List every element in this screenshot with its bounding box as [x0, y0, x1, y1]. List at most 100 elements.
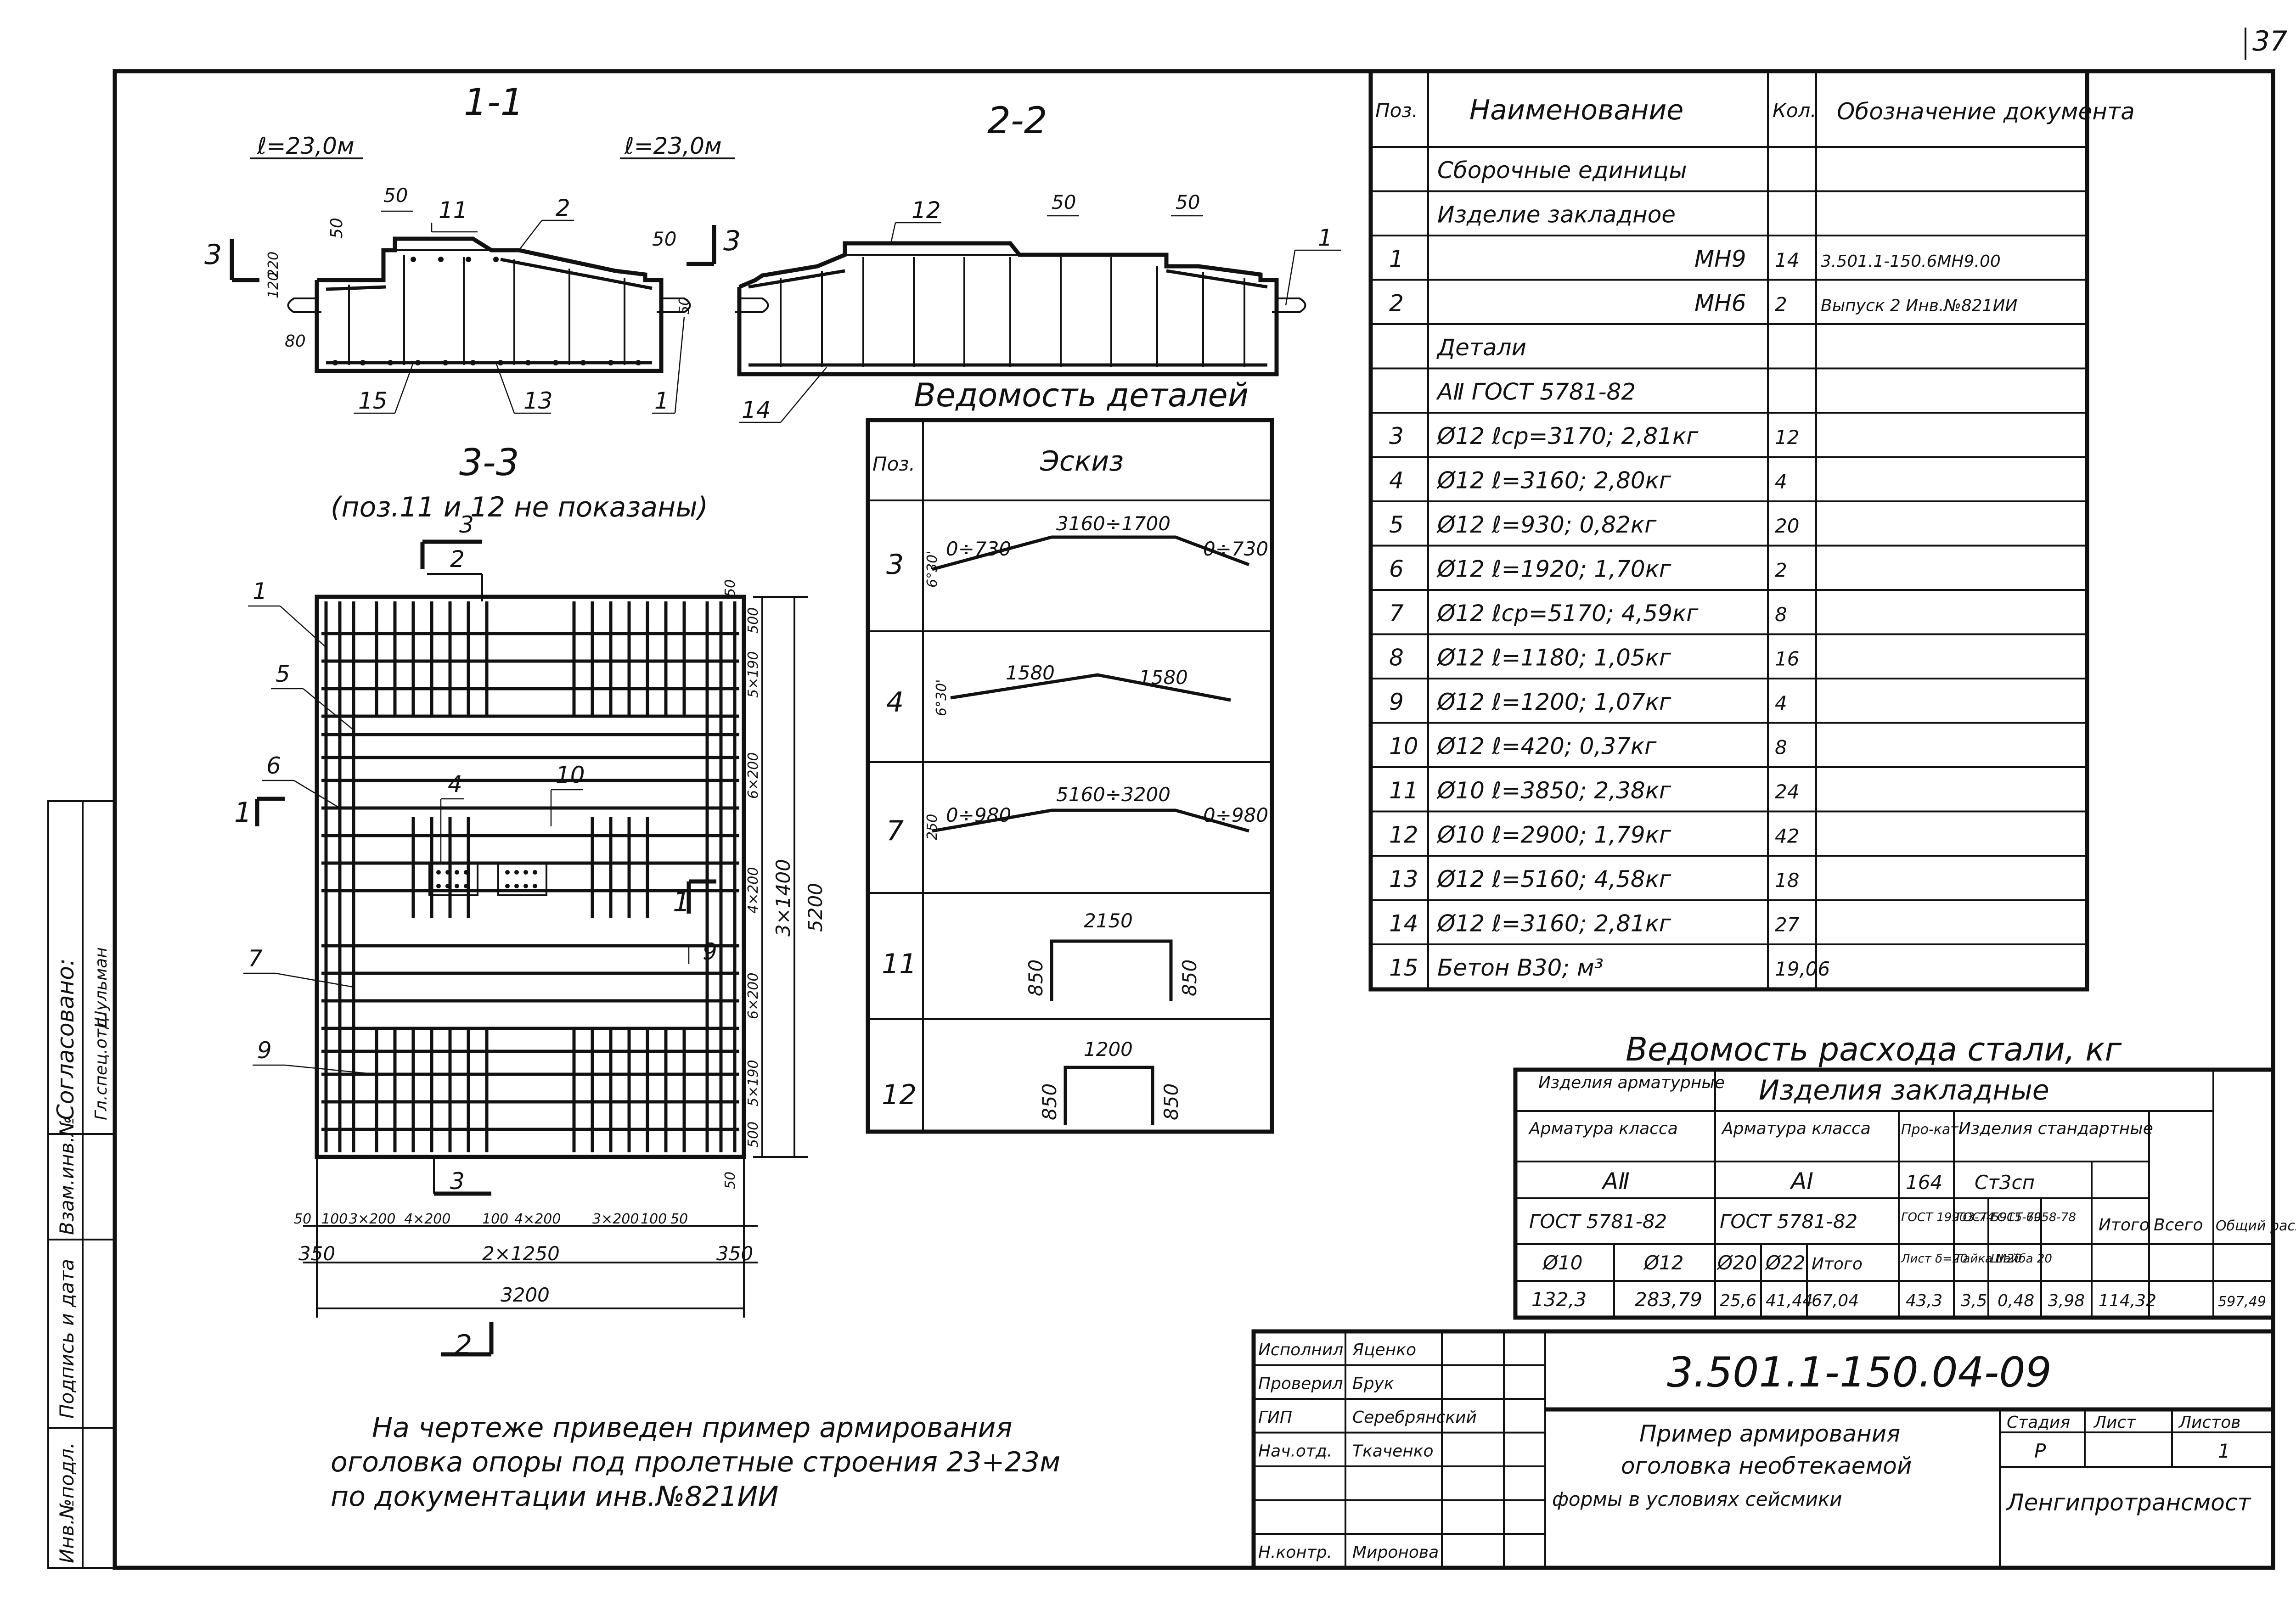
spec-row-qty: 8: [1775, 603, 1787, 626]
spec-row-qty: 4: [1775, 471, 1787, 493]
section-1-1-left-length: ℓ=23,0м: [257, 133, 355, 159]
title-line-1: оголовка необтекаемой: [1621, 1453, 1912, 1479]
staff-role: Проверил: [1258, 1375, 1343, 1393]
plan-callout-3-top: 3: [459, 511, 474, 538]
details-11-label-0: 2150: [1084, 909, 1133, 932]
plan-callout-5: 5: [276, 661, 290, 687]
steel-shayba: Шайба 20: [1991, 1252, 2052, 1266]
spec-row-qty: 16: [1775, 648, 1799, 670]
details-3-label-3: 6°30': [924, 550, 940, 588]
plan-callout-6: 6: [266, 752, 281, 779]
section-1-1-cut-right: 3: [723, 225, 741, 257]
details-4-label-2: 6°30': [934, 679, 950, 716]
spec-row-name: Ø12 ℓ=930; 0,82кг: [1436, 511, 1657, 538]
spec-row-pos: 12: [1389, 822, 1418, 848]
spec-row-qty: 42: [1775, 825, 1799, 847]
title-stage-h: Стадия: [2007, 1413, 2070, 1432]
side-label-0: Взам.инв.№: [56, 1117, 78, 1235]
steel-h-all: Всего: [2154, 1216, 2203, 1235]
details-7-label-1: 5160÷3200: [1056, 783, 1171, 806]
details-pos-11: 11: [882, 948, 917, 980]
spec-row-name: Бетон В30; м³: [1437, 954, 1604, 981]
spec-row-name: Ø12 ℓ=1200; 1,07кг: [1436, 689, 1671, 715]
plan-dim-r8: 5×190: [745, 1060, 761, 1106]
details-pos-3: 3: [886, 549, 904, 581]
staff-name: Серебрянский: [1352, 1408, 1477, 1427]
section-1-1-callout-15: 15: [358, 387, 388, 414]
section-3-3-note: (поз.11 и 12 не показаны): [331, 491, 708, 523]
spec-row-qty: 20: [1775, 515, 1799, 537]
section-2-2-dim-0: 50: [1052, 191, 1076, 213]
spec-row-pos: 10: [1389, 733, 1418, 760]
spec-row-qty: 12: [1775, 426, 1799, 449]
spec-row-pos: 9: [1389, 689, 1404, 715]
spec-row-qty: 24: [1775, 780, 1799, 803]
section-2-2-title: 2-2: [987, 99, 1047, 142]
title-sheets-h: Листов: [2178, 1413, 2240, 1432]
steel-gost2: ГОСТ 5915-70: [1956, 1211, 2042, 1224]
plan-callout-3-bottom: 3: [450, 1168, 465, 1195]
specification-table: Поз. Наименование Кол. Обозначение докум…: [1368, 69, 2135, 992]
embedded-plate-left: [428, 862, 478, 896]
title-code: 3.501.1-150.04-09: [1667, 1348, 2052, 1397]
steel-gost-a1: ГОСТ 5781-82: [1720, 1210, 1857, 1233]
plan-dim-r2: 5×190: [745, 651, 761, 698]
spec-row-name: Ø12 ℓ=5160; 4,58кг: [1436, 866, 1671, 892]
section-1-1-callout-1: 1: [654, 387, 669, 414]
spec-row-name: Детали: [1436, 334, 1526, 361]
title-line-0: Пример армирования: [1639, 1420, 1900, 1447]
plan-dim-b8: 50: [670, 1211, 688, 1227]
section-1-1: 1-1 ℓ=23,0м ℓ=23,0м: [204, 81, 741, 414]
title-stage: Р: [2034, 1440, 2046, 1462]
details-4-label-0: 1580: [1006, 662, 1055, 684]
drawing-note: На чертеже приведен пример армирования о…: [331, 1412, 1060, 1513]
section-2-2-dim-1: 50: [1176, 191, 1200, 213]
spec-row-name: Изделие закладное: [1437, 202, 1676, 228]
details-header-sketch: Эскиз: [1040, 445, 1124, 477]
spec-header-qty: Кол.: [1773, 99, 1817, 122]
staff-name: Миронова: [1352, 1543, 1439, 1562]
details-12-label-2: 850: [1160, 1083, 1182, 1120]
steel-h-cls-arm: Арматура класса: [1528, 1119, 1678, 1138]
steel-d12: Ø12: [1643, 1251, 1684, 1274]
spec-header-doc: Обозначение документа: [1837, 98, 2135, 125]
staff-name: Ткаченко: [1352, 1442, 1434, 1461]
plan-callout-1: 1: [253, 578, 267, 605]
plan-dim-b0: 50: [294, 1211, 311, 1227]
spec-row-pos: 8: [1389, 645, 1404, 671]
section-2-2-stirrups: [780, 257, 1245, 367]
details-3-label-1: 3160÷1700: [1056, 512, 1171, 535]
section-1-1-dim-1: 50: [327, 218, 346, 239]
title-block: 3.501.1-150.04-09 Пример армирования ого…: [1251, 1329, 2275, 1570]
steel-v10: 597,49: [2218, 1294, 2266, 1310]
plan-dim-b11: 350: [716, 1242, 753, 1265]
steel-v2: 25,6: [1720, 1291, 1756, 1310]
plan-dim-r6: 5200: [804, 883, 827, 932]
steel-h-emb: Изделия закладные: [1759, 1074, 2049, 1106]
plan-callout-2: 2: [450, 546, 465, 572]
section-1-1-cut-left: 3: [204, 239, 222, 271]
spec-row-qty: 2: [1775, 293, 1787, 316]
plan-cut-1-right: 1: [673, 886, 690, 918]
steel-list: Лист δ=20: [1901, 1252, 1968, 1266]
steel-d20: Ø20: [1716, 1251, 1757, 1274]
spec-row-qty: 27: [1775, 914, 1800, 936]
plan-dim-r0: 50: [722, 579, 738, 597]
spec-row-name: АⅡ ГОСТ 5781-82: [1436, 379, 1636, 405]
spec-row-pos: 11: [1389, 777, 1418, 804]
note-line-2: по документации инв.№821ИИ: [331, 1481, 778, 1513]
plan-callout-9-right: 9: [703, 938, 717, 965]
staff-name: Брук: [1352, 1375, 1394, 1393]
side-agreed: Согласовано:: [52, 958, 79, 1120]
page-number: 37: [2252, 25, 2287, 57]
details-header-pos: Поз.: [872, 453, 915, 475]
section-3-3: 3-3 (поз.11 и 12 не показаны): [234, 441, 827, 1361]
side-agreed-name: Шульман: [92, 947, 111, 1028]
steel-gaika: Гайка М20: [1956, 1252, 2022, 1266]
spec-row-name: Ø12 ℓ=3160; 2,80кг: [1436, 467, 1671, 494]
spec-row-name: Ø10 ℓ=2900; 1,79кг: [1436, 822, 1671, 848]
plan-dim-b3: 4×200: [404, 1211, 450, 1227]
spec-row-name: Ø12 ℓ=1180; 1,05кг: [1436, 645, 1671, 671]
details-7-label-3: 250: [924, 814, 940, 840]
